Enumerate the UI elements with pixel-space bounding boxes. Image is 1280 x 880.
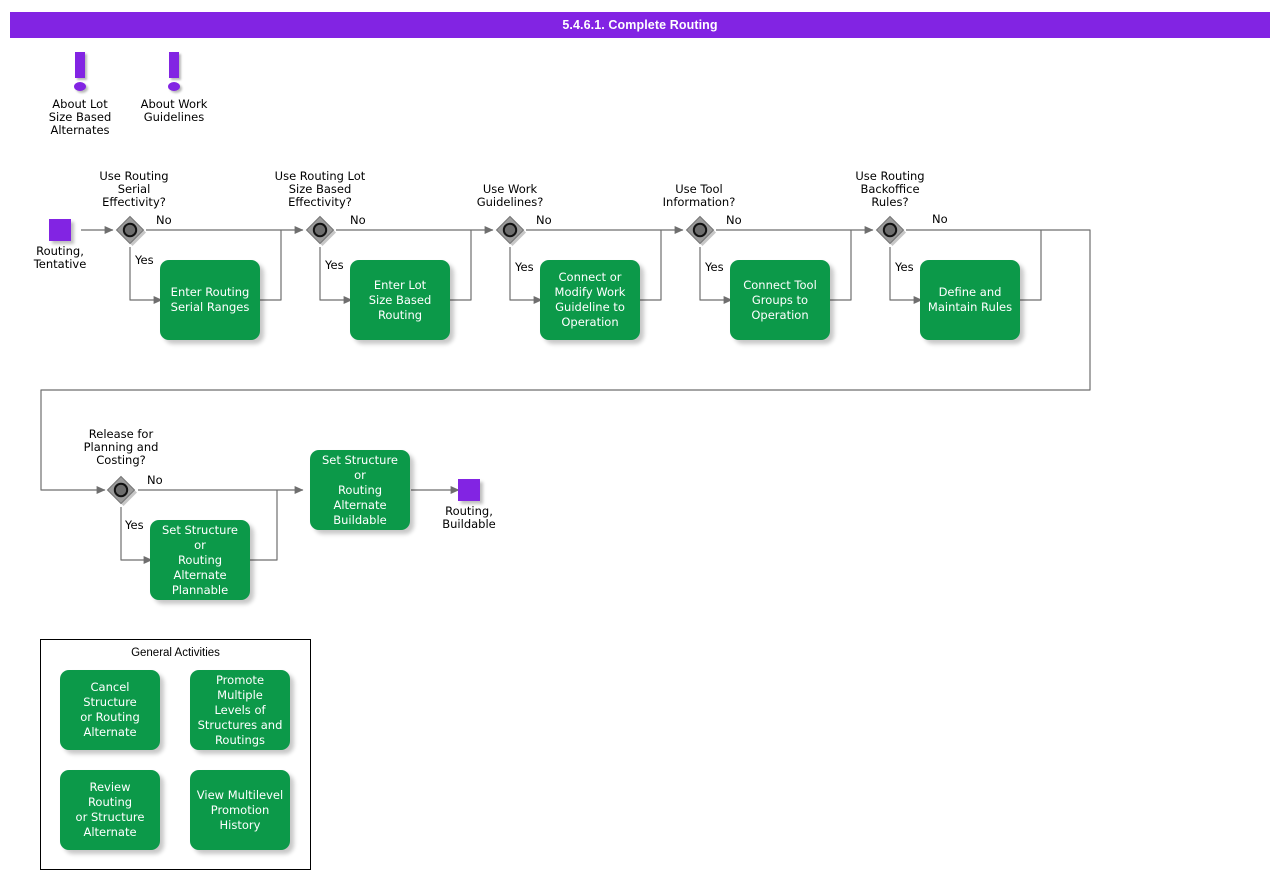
terminator-shape (49, 219, 71, 241)
note-about-work-guidelines[interactable]: About Work Guidelines (114, 52, 234, 124)
edge-label-gate5-yes: Yes (895, 260, 914, 274)
edge-gate2-yes (319, 247, 353, 304)
edge-label-gate1-no: No (156, 213, 172, 227)
activity-label: Set Structure or Routing Alternate Plann… (161, 522, 239, 597)
edge-label-gate3-no: No (536, 213, 552, 227)
gateway-label-use-work-guidelines: Use Work Guidelines? (476, 182, 544, 209)
edge-label-gate2-no: No (350, 213, 366, 227)
activity-set-structure-or-routing-alternate-buildable[interactable]: Set Structure or Routing Alternate Build… (310, 450, 410, 530)
edge-gate6-yes (120, 507, 153, 564)
gateway-label-use-routing-backoffice-rules: Use Routing Backoffice Rules? (855, 169, 925, 209)
activity-define-and-maintain-rules[interactable]: Define and Maintain Rules (920, 260, 1020, 340)
activity-promote-multiple-levels-of-structures-and-routings[interactable]: Promote Multiple Levels of Structures an… (190, 670, 290, 750)
activity-connect-tool-groups-to-operation[interactable]: Connect Tool Groups to Operation (730, 260, 830, 340)
activity-review-routing-or-structure-alternate[interactable]: Review Routing or Structure Alternate (60, 770, 160, 850)
edge-label-gate2-yes: Yes (325, 258, 344, 272)
terminator-routing-buildable[interactable]: Routing, Buildable (409, 479, 529, 531)
terminator-label: Routing, Buildable (442, 504, 496, 531)
gateway-use-work-guidelines[interactable] (494, 214, 526, 246)
edge-act6-merge (250, 490, 278, 561)
gateway-label-use-routing-serial-effectivity: Use Routing Serial Effectivity? (99, 169, 169, 209)
activity-label: Promote Multiple Levels of Structures an… (197, 672, 283, 747)
edge-act1-merge (260, 230, 282, 301)
info-exclamation-icon (114, 52, 234, 98)
edge-label-gate6-yes: Yes (125, 518, 144, 532)
gateway-label-use-tool-information: Use Tool Information? (662, 182, 736, 209)
activity-label: Connect Tool Groups to Operation (743, 277, 817, 322)
activity-view-multilevel-promotion-history[interactable]: View Multilevel Promotion History (190, 770, 290, 850)
gateway-use-tool-information[interactable] (684, 214, 716, 246)
info-exclamation-icon (20, 52, 140, 98)
gateway-use-routing-lot-size-based-effectivity[interactable] (304, 214, 336, 246)
gateway-use-routing-backoffice-rules[interactable] (874, 214, 906, 246)
general-activities-title: General Activities (131, 647, 220, 659)
page-title: 5.4.6.1. Complete Routing (562, 18, 718, 32)
terminator-routing-tentative[interactable]: Routing, Tentative (0, 219, 120, 271)
edge-act5-merge (1020, 230, 1042, 301)
edge-act4-merge (830, 230, 852, 301)
gateway-release-for-planning-and-costing[interactable] (105, 474, 137, 506)
edge-label-gate4-no: No (726, 213, 742, 227)
activity-set-structure-or-routing-alternate-plannable[interactable]: Set Structure or Routing Alternate Plann… (150, 520, 250, 600)
activity-enter-lot-size-based-routing[interactable]: Enter Lot Size Based Routing (350, 260, 450, 340)
activity-label: Enter Routing Serial Ranges (170, 285, 250, 314)
activity-label: Enter Lot Size Based Routing (368, 277, 432, 322)
edge-label-gate1-yes: Yes (135, 253, 154, 267)
terminator-shape (458, 479, 480, 501)
activity-enter-routing-serial-ranges[interactable]: Enter Routing Serial Ranges (160, 260, 260, 340)
note-about-lot-size-based-alternates[interactable]: About Lot Size Based Alternates (20, 52, 140, 137)
activity-label: Set Structure or Routing Alternate Build… (321, 452, 399, 527)
title-bar: 5.4.6.1. Complete Routing (10, 12, 1270, 38)
gateway-label-use-routing-lot-size-based-effectivity: Use Routing Lot Size Based Effectivity? (274, 169, 366, 209)
edge-act3-merge (640, 230, 662, 301)
activity-label: Connect or Modify Work Guideline to Oper… (554, 270, 626, 329)
note-label: About Work Guidelines (140, 97, 208, 124)
edge-label-gate3-yes: Yes (515, 260, 534, 274)
activity-label: Cancel Structure or Routing Alternate (80, 680, 140, 739)
gateway-label-release-for-planning-and-costing: Release for Planning and Costing? (83, 427, 159, 467)
edge-label-gate5-no: No (932, 212, 948, 226)
edge-label-gate4-yes: Yes (705, 260, 724, 274)
activity-label: View Multilevel Promotion History (196, 787, 284, 832)
edge-act2-merge (450, 230, 472, 301)
activity-label: Define and Maintain Rules (927, 285, 1013, 314)
terminator-label: Routing, Tentative (33, 244, 87, 271)
activity-label: Review Routing or Structure Alternate (75, 780, 145, 839)
note-label: About Lot Size Based Alternates (48, 97, 112, 137)
edge-label-gate6-no: No (147, 473, 163, 487)
activity-connect-or-modify-work-guideline-to-operation[interactable]: Connect or Modify Work Guideline to Oper… (540, 260, 640, 340)
activity-cancel-structure-or-routing-alternate[interactable]: Cancel Structure or Routing Alternate (60, 670, 160, 750)
gateway-use-routing-serial-effectivity[interactable] (114, 214, 146, 246)
